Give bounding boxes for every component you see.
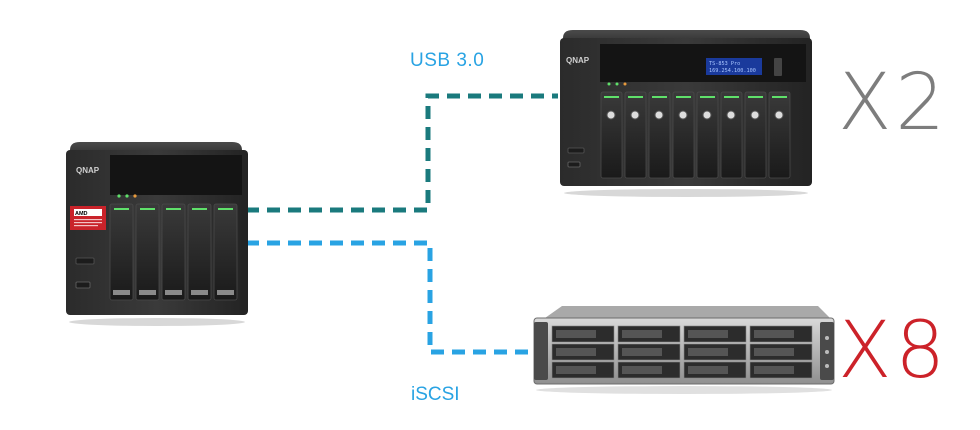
usb-expansion-nas: QNAP TS-853 Pro 169.254.100.100 [560, 30, 812, 197]
iscsi-rackmount-unit [533, 306, 835, 394]
main-nas-drive-bays [109, 203, 238, 301]
drive-tray [551, 361, 615, 379]
lcd-line-1: TS-853 Pro [709, 61, 740, 67]
drive-bay [135, 203, 160, 301]
drive-bay [213, 203, 238, 301]
drive-bay [720, 91, 743, 179]
expansion-nas-logo: QNAP [566, 56, 590, 65]
drive-bay [161, 203, 186, 301]
main-nas-leds [117, 194, 137, 198]
lcd-panel [706, 58, 762, 75]
main-nas-logo: QNAP [76, 166, 100, 175]
lcd-buttons [774, 58, 782, 76]
usb-expansion-multiplier: X2 [838, 58, 950, 148]
expansion-nas-drive-bays [600, 91, 791, 179]
drive-bay [624, 91, 647, 179]
drive-tray [551, 325, 615, 343]
usb-connection-line [246, 93, 558, 213]
drive-bay [187, 203, 212, 301]
svg-text:AMD: AMD [75, 211, 88, 217]
drive-tray [617, 325, 681, 343]
drive-tray [617, 361, 681, 379]
drive-bay [648, 91, 671, 179]
drive-tray [683, 361, 747, 379]
drive-tray [749, 325, 813, 343]
power-button-icon [75, 257, 95, 265]
drive-tray [749, 361, 813, 379]
main-nas-device: QNAP AMD [66, 142, 248, 326]
iscsi-expansion-multiplier: X8 [838, 306, 950, 396]
drive-tray [683, 343, 747, 361]
rack-drive-trays [551, 325, 813, 379]
drive-tray [617, 343, 681, 361]
lcd-line-2: 169.254.100.100 [709, 68, 756, 74]
drive-bay [109, 203, 134, 301]
drive-tray [749, 343, 813, 361]
drive-bay [672, 91, 695, 179]
expansion-nas-leds [607, 82, 627, 86]
drive-bay [768, 91, 791, 179]
usb-port-icon [75, 281, 91, 289]
expansion-usb-port-icon [567, 161, 581, 168]
drive-bay [696, 91, 719, 179]
expansion-power-button-icon [567, 147, 585, 154]
iscsi-connection-label: iSCSI [411, 384, 460, 405]
drive-tray [683, 325, 747, 343]
rack-left-ear [534, 322, 548, 380]
usb-connection-label: USB 3.0 [410, 50, 485, 71]
drive-bay [600, 91, 623, 179]
drive-tray [551, 343, 615, 361]
drive-bay [744, 91, 767, 179]
iscsi-connection-line [246, 240, 536, 355]
